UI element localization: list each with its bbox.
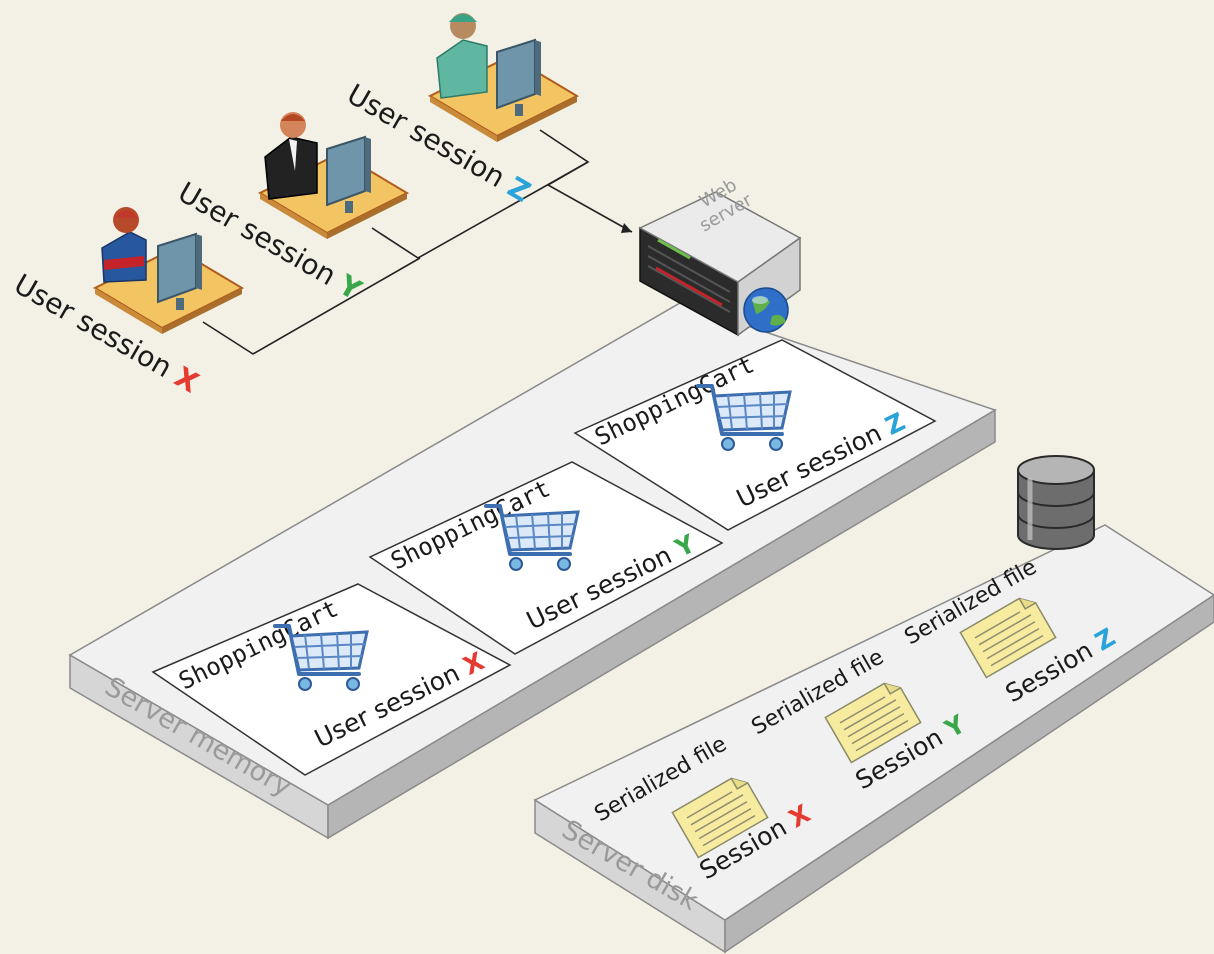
arrow-head-icon — [621, 223, 632, 233]
user-red-shirt-icon — [101, 207, 147, 283]
connector-y — [371, 161, 589, 259]
connector-z — [539, 129, 633, 233]
web-server: Web server — [638, 175, 802, 337]
user-x — [94, 207, 243, 335]
user-business-suit-icon — [264, 112, 318, 200]
user-z — [429, 13, 578, 143]
user-y — [259, 112, 408, 240]
user-medical-scrubs-icon — [436, 13, 488, 99]
connector-x — [202, 257, 421, 355]
server-globe-icon — [638, 191, 802, 337]
database-icon — [1017, 455, 1095, 550]
connection-lines — [202, 129, 633, 355]
